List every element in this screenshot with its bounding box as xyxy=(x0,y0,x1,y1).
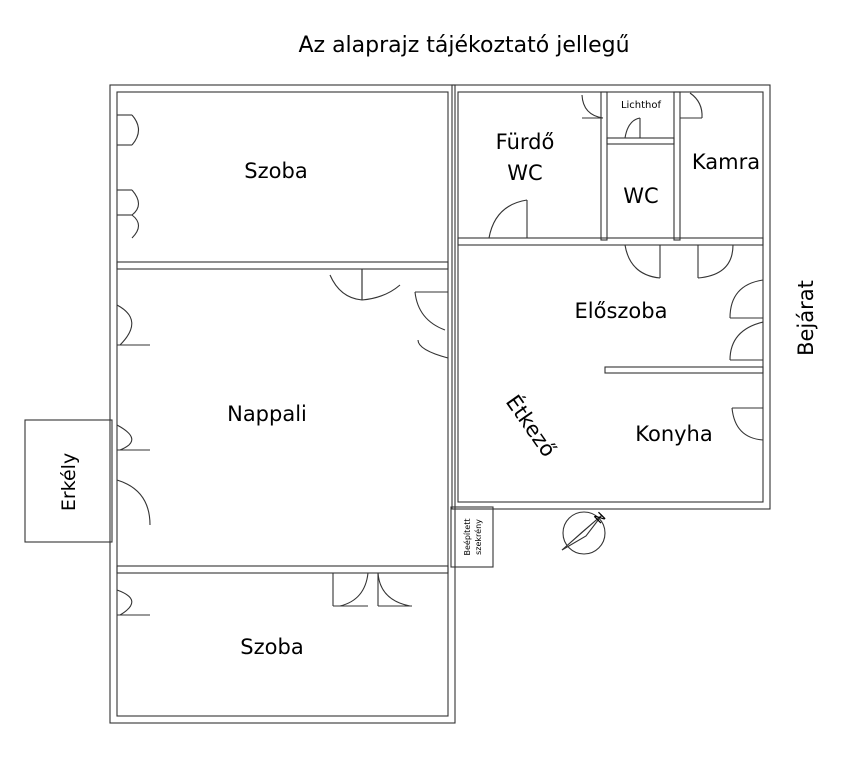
room-label-nappali: Nappali xyxy=(227,402,307,426)
plan-title: Az alaprajz tájékoztató jellegű xyxy=(298,33,629,58)
compass-rose-icon: N xyxy=(561,510,609,555)
room-label-eloszoba: Előszoba xyxy=(575,299,668,323)
built-in-wardrobe-outline xyxy=(450,506,494,568)
room-label-konyha: Konyha xyxy=(635,422,713,446)
room-label-kamra: Kamra xyxy=(692,150,760,174)
room-label-szoba-top: Szoba xyxy=(244,159,307,183)
room-label-furdo-wc: WC xyxy=(507,161,542,185)
room-label-lichthof: Lichthof xyxy=(621,100,662,111)
room-label-szoba-bottom: Szoba xyxy=(240,635,303,659)
room-label-etkezo: Étkező xyxy=(501,390,561,461)
wardrobe-label-line1: Beépített xyxy=(462,519,472,556)
doors xyxy=(116,92,764,616)
left-block-walls xyxy=(109,84,456,724)
room-label-erkely: Erkély xyxy=(58,453,80,511)
room-label-furdo: Fürdő xyxy=(496,130,555,154)
right-block-walls xyxy=(451,84,771,510)
entrance-label-bejarat: Bejárat xyxy=(794,280,818,356)
balcony-outline xyxy=(24,419,113,543)
wardrobe-label-line2: szekrény xyxy=(473,519,483,555)
room-label-wc: WC xyxy=(623,184,658,208)
